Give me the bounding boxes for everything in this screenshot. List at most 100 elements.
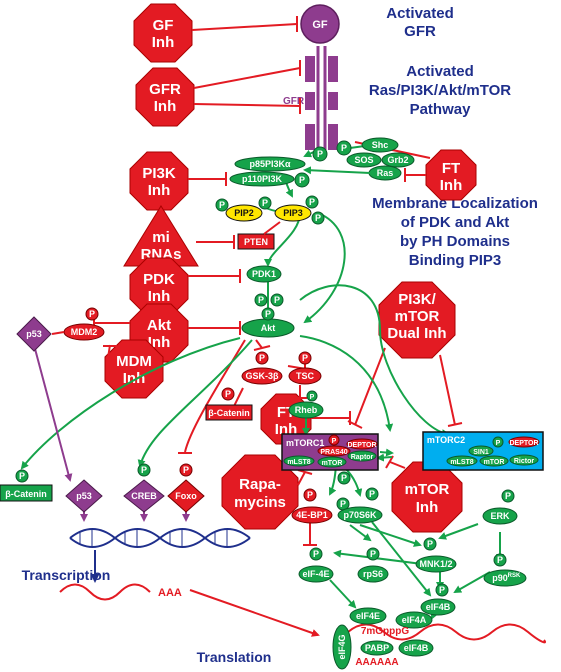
p-badge-akt-2: P [270,293,284,307]
svg-text:MNK1/2: MNK1/2 [419,559,452,569]
p53-nuclear-node: p53 [65,479,103,513]
raptor-node: Raptor [347,450,377,462]
cap-label: 7mGpppG [361,626,410,637]
svg-text:PTEN: PTEN [244,237,268,247]
pi3k-mtor-dual-line2: mTOR [395,308,440,325]
svg-text:GSK-3β: GSK-3β [246,371,280,381]
mirnas: mi RNAs [123,205,199,267]
mdm-inhibitor: MDM Inh [104,339,164,399]
rapamycins-line1: Rapa- [239,476,281,493]
p53-node: p53 [16,316,52,352]
svg-text:P: P [439,585,445,595]
dna-strands [69,528,251,548]
svg-text:CREB: CREB [131,491,157,501]
svg-text:P: P [317,149,323,159]
title-membrane-line2: of PDK and Akt [401,214,510,231]
p-badge-rheb: P [306,390,318,402]
svg-text:SOS: SOS [354,155,373,165]
svg-text:P: P [265,309,271,319]
rapamycins-line2: mycins [234,494,286,511]
ft-inhibitor-top: FT Inh [425,149,477,201]
erk-node: ERK [482,507,518,525]
eif4b-node-2: eIF4B [398,639,434,657]
eif4a-node: eIF4A [395,611,433,629]
grb2-node: Grb2 [381,152,415,168]
pi3k-mtor-dual-line1: PI3K/ [398,291,436,308]
rheb-node: Rheb [288,401,324,419]
p-badge-pip3-a: P [305,195,319,209]
p70s6k-node: p70S6K [337,506,383,524]
mtor-inhibitor-line2: Inh [416,499,439,516]
pi3k-inhibitor-line1: PI3K [142,165,176,182]
svg-text:P: P [341,473,347,483]
pdk-inhibitor-line1: PDK [143,271,175,288]
svg-text:p110PI3K: p110PI3K [242,174,283,184]
eif4b-node-1: eIF4B [420,598,456,616]
pip3-node: PIP3 [274,204,312,222]
p-badge-rps6: P [366,547,380,561]
svg-text:TSC: TSC [296,371,315,381]
p-badge-p70-1: P [337,471,351,485]
p-badge-4ebp1: P [303,488,317,502]
svg-text:p53: p53 [76,491,92,501]
foxo-node: Foxo [167,479,205,513]
gf-ligand [300,4,340,44]
p-badge-bcat-green: P [15,469,29,483]
bcatenin-red-node: β-Catenin [205,404,253,421]
gf-inhibitor-line2: Inh [152,34,175,51]
svg-text:mLST8: mLST8 [287,459,310,466]
svg-text:RSK: RSK [508,573,521,579]
p110-pi3k-node: p110PI3K [229,171,295,187]
svg-text:Rictor: Rictor [514,458,535,465]
deptor-node-2: DEPTOR [508,436,540,448]
svg-text:PRAS40: PRAS40 [320,449,347,456]
rictor-node: Rictor [509,454,539,466]
mtor-node-1: mTOR [317,456,347,468]
mirnas-line1: mi [152,229,170,246]
title-membrane: Membrane Localization of PDK and Akt by … [372,195,538,269]
svg-text:Foxo: Foxo [175,491,197,501]
mtorc1-complex: mTORC1 P PRAS40 DEPTOR mLST8 mTOR Raptor [281,433,379,471]
pi3k-inhibitor-line2: Inh [148,182,171,199]
svg-text:mTOR: mTOR [322,460,343,467]
svg-text:mTOR: mTOR [484,459,505,466]
mlst8-node-1: mLST8 [283,455,315,467]
pdk1-node: PDK1 [246,265,282,283]
mrna-polya-label: AAA [158,587,182,599]
title-pathway-line1: Activated [406,63,474,80]
svg-text:Rheb: Rheb [295,405,318,415]
svg-text:PIP2: PIP2 [234,208,254,218]
svg-text:Akt: Akt [261,323,276,333]
title-membrane-line4: Binding PIP3 [409,252,502,269]
ft-inhibitor-top-line1: FT [442,160,460,177]
p-badge-gsk3b: P [255,351,269,365]
svg-text:P: P [309,197,315,207]
svg-text:Raptor: Raptor [351,454,374,461]
svg-text:eIF4B: eIF4B [404,643,429,653]
svg-text:P: P [427,539,433,549]
svg-text:P: P [183,465,189,475]
p-badge-shc: P [336,140,352,156]
mdm-inhibitor-line1: MDM [116,353,152,370]
pip2-node: PIP2 [225,204,263,222]
svg-text:P: P [19,471,25,481]
gsk3b-node: GSK-3β [241,367,283,385]
svg-text:PABP: PABP [365,643,389,653]
shc-node: Shc [361,137,399,153]
mnk-node: MNK1/2 [415,555,457,573]
ft-inhibitor-top-line2: Inh [440,177,463,194]
svg-text:eIF4G: eIF4G [337,634,347,659]
svg-text:SIN1: SIN1 [473,449,489,456]
p-badge-pip2-b: P [258,196,272,210]
p-badge-akt-1: P [254,293,268,307]
p-badge-creb: P [137,463,151,477]
svg-text:mTORC1: mTORC1 [286,438,324,448]
p-badge-mdm2: P [85,307,99,321]
svg-text:p53: p53 [26,329,42,339]
mrna-translation [347,623,546,644]
p-badge-tsc: P [298,351,312,365]
p85-pi3k-node: p85PI3Kα [234,156,306,172]
svg-text:P: P [262,198,268,208]
svg-text:β-Catenin: β-Catenin [5,489,47,499]
eif4e-bound-node: eIF-4E [298,565,334,583]
